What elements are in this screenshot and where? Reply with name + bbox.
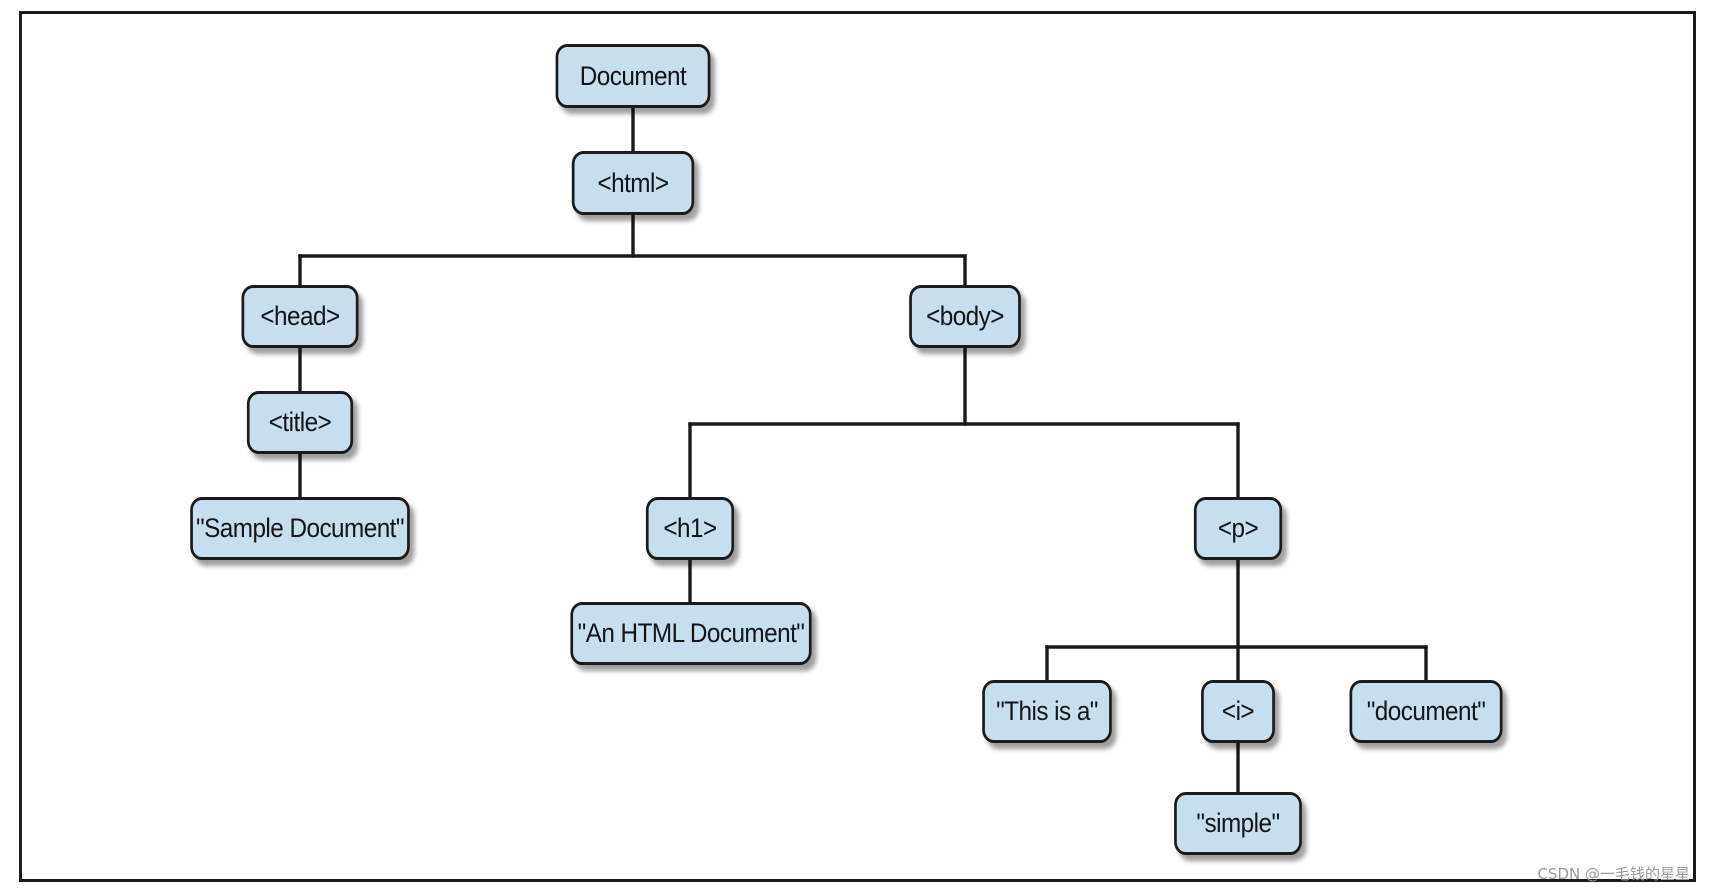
node-h1: <h1> <box>645 497 735 560</box>
node-head: <head> <box>241 285 359 348</box>
watermark-text: CSDN @一毛钱的星星 <box>1537 865 1690 883</box>
node-text-document: "document" <box>1349 680 1503 743</box>
node-document: Document <box>555 44 711 108</box>
node-title: <title> <box>246 391 354 454</box>
node-text-simple: "simple" <box>1174 792 1302 855</box>
node-i: <i> <box>1201 680 1275 743</box>
node-h1-text: "An HTML Document" <box>570 602 812 665</box>
node-html: <html> <box>571 151 695 215</box>
node-title-text: "Sample Document" <box>190 497 410 560</box>
node-body: <body> <box>909 285 1021 348</box>
node-p: <p> <box>1193 497 1283 560</box>
node-text-this-is-a: "This is a" <box>982 680 1112 743</box>
